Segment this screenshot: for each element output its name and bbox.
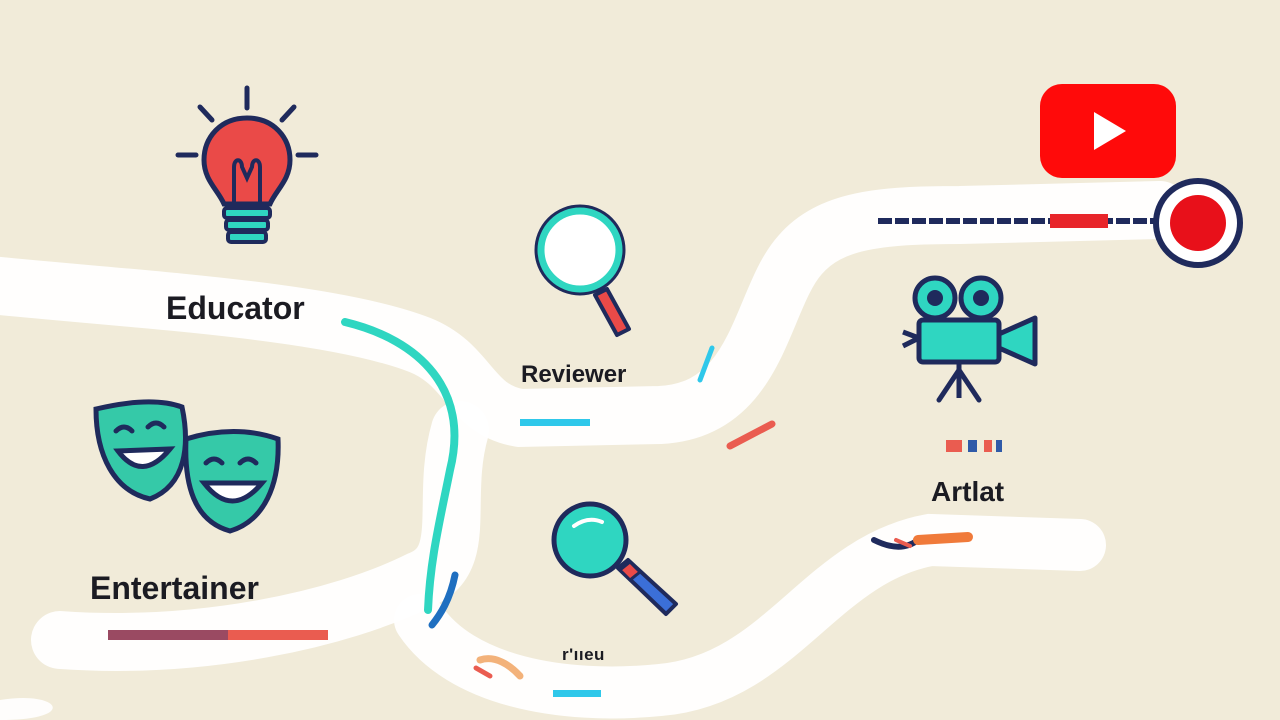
movie-camera-icon bbox=[901, 275, 1038, 403]
timeline-progress bbox=[1050, 214, 1108, 228]
entertainer-label: Entertainer bbox=[90, 570, 259, 606]
dash-bottom bbox=[553, 690, 601, 697]
lightbulb-icon bbox=[175, 85, 319, 244]
youtube-play-icon bbox=[1040, 84, 1176, 178]
educator-label: Educator bbox=[166, 290, 305, 326]
teal-curve bbox=[341, 318, 459, 614]
dash-reviewer bbox=[520, 419, 590, 426]
road-lower bbox=[394, 513, 1106, 719]
dash-coral-tilt bbox=[726, 420, 776, 450]
dash-cyan-tilt bbox=[697, 345, 715, 383]
artist-label: Artlat bbox=[931, 476, 1005, 507]
road-edge bbox=[0, 697, 53, 720]
artist-bar-2 bbox=[968, 440, 977, 452]
dash-orange-curve bbox=[476, 655, 524, 680]
magnifier-icon-lower bbox=[551, 501, 678, 616]
dash-red-small bbox=[473, 665, 493, 679]
blue-curve-segment bbox=[428, 571, 459, 629]
theater-masks-icon bbox=[93, 399, 281, 534]
underline-left bbox=[108, 630, 228, 640]
brush-stroke-orange bbox=[913, 532, 973, 545]
brush-stroke-red bbox=[894, 538, 912, 548]
unnamed-node-label: r'ııeu bbox=[562, 645, 605, 664]
artist-bar-1 bbox=[946, 440, 962, 452]
record-target-icon bbox=[1153, 178, 1243, 268]
road-upper bbox=[0, 181, 1189, 448]
reviewer-label: Reviewer bbox=[521, 361, 627, 388]
artist-bar-4 bbox=[996, 440, 1002, 452]
underline-right bbox=[228, 630, 328, 640]
artist-bar-3 bbox=[984, 440, 992, 452]
magnifier-icon-reviewer bbox=[534, 204, 631, 337]
